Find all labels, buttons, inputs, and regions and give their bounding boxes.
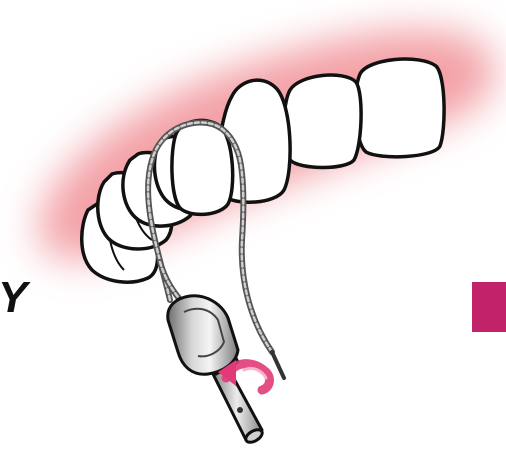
magenta-side-block [472, 282, 506, 332]
wire-tightener-tool [168, 296, 265, 445]
cropped-letter: Y [0, 276, 27, 320]
